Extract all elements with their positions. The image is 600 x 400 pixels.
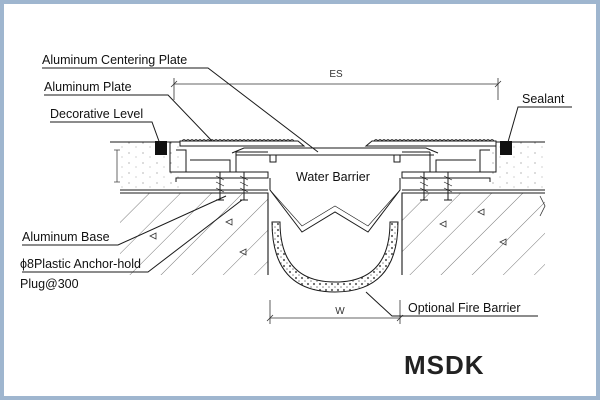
label-decorative-level: Decorative Level [50,107,143,121]
break-line [539,195,546,217]
label-aluminum-base: Aluminum Base [22,230,110,244]
label-water-barrier: Water Barrier [296,170,370,184]
label-anchor-line2: Plug@300 [20,277,79,291]
aluminum-centering-plate [231,147,439,163]
aluminum-plate-left [179,139,306,147]
w-dimension-label: W [335,306,345,317]
concrete-slab-left [120,192,269,275]
label-fire-barrier: Optional Fire Barrier [408,301,521,315]
water-barrier [269,178,401,233]
sealant-right [500,141,512,155]
es-dimension [170,78,502,100]
leader-lines [22,67,572,317]
label-centering-plate: Aluminum Centering Plate [42,53,187,67]
brand-logo: MSDK [404,350,485,380]
es-dimension-label: ES [329,69,343,80]
sealant-left [155,141,167,155]
concrete-markers [149,208,507,256]
anchor-bolts-right [419,172,453,201]
aluminum-plate-right [364,139,497,147]
screed-layer-right [402,141,545,191]
aluminum-base-right [401,142,497,182]
fire-barrier [271,221,399,293]
label-sealant: Sealant [522,92,565,106]
label-anchor-line1: ϕ8Plastic Anchor-hold [20,257,141,271]
concrete-slab-right [401,192,545,275]
label-aluminum-plate: Aluminum Plate [44,80,132,94]
